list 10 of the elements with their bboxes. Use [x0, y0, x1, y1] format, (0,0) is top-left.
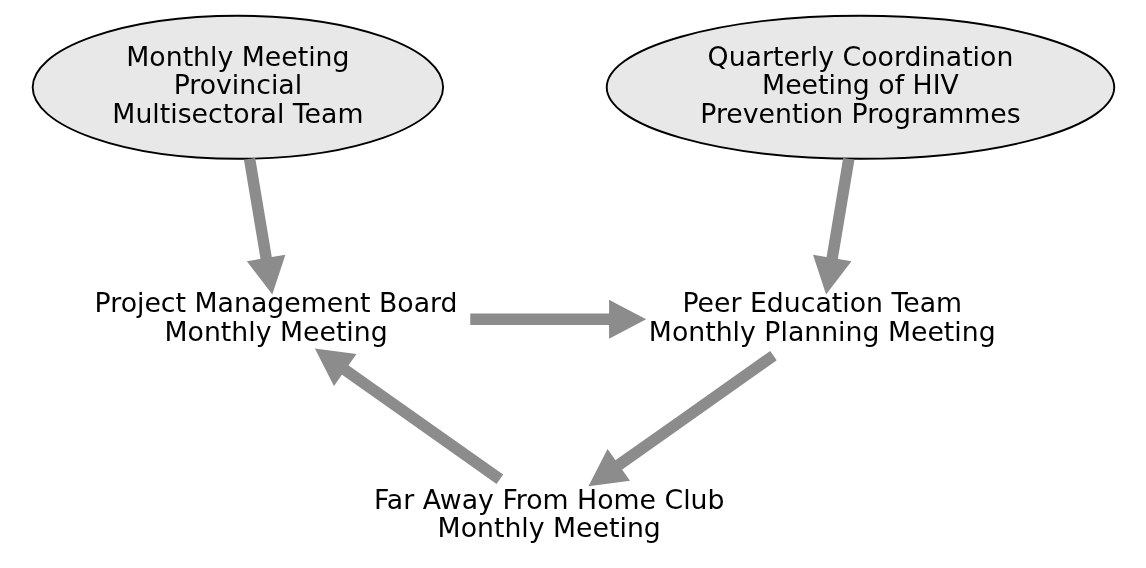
arrow: [812, 157, 854, 295]
arrow: [469, 299, 646, 339]
arrow: [587, 351, 777, 487]
node-text: Far Away From Home Club Monthly Meeting: [373, 483, 724, 544]
arrow: [243, 157, 285, 295]
node-text: Project Management Board Monthly Meeting: [94, 287, 458, 347]
node-ellipse: Monthly Meeting Provincial Multisectoral Team: [31, 14, 444, 160]
node-ellipse: Quarterly Coordination Meeting of HIV Prevention Programmes: [605, 14, 1115, 160]
node-text: Peer Education Team Monthly Planning Meeting: [648, 287, 996, 347]
arrow: [314, 348, 503, 484]
